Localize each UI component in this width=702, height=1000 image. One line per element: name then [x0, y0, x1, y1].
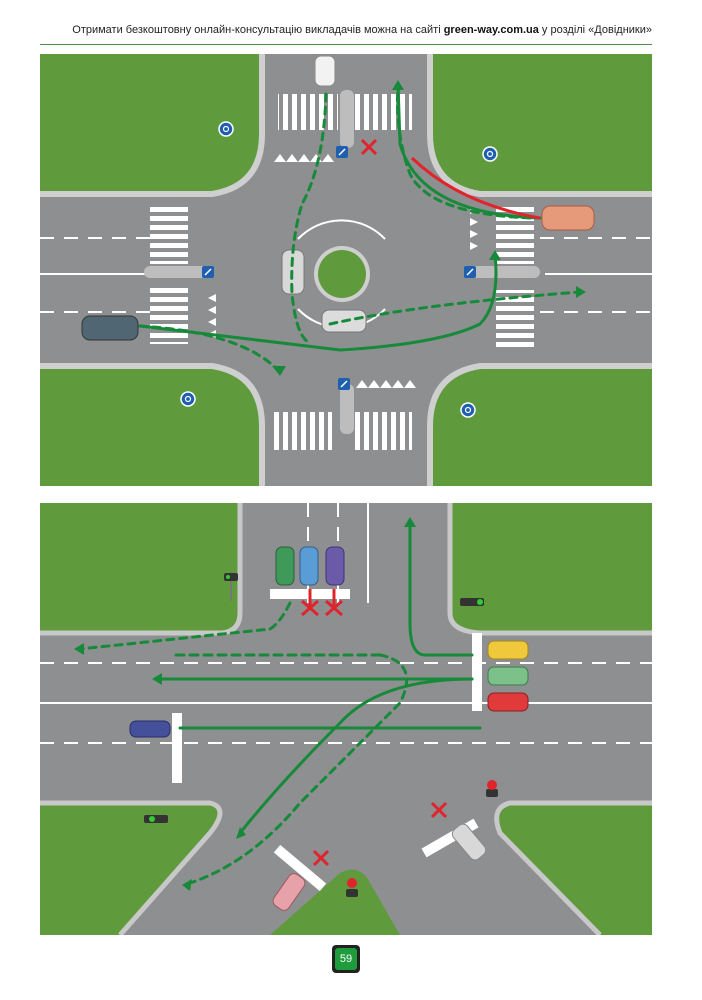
car-orange-right: [541, 205, 595, 231]
keep-right-sign-icon: [202, 266, 214, 278]
grass-bottom-right: [430, 366, 652, 486]
car-green-right: [487, 666, 529, 686]
green-path-right-turn: [408, 521, 474, 657]
red-forbidden-path: [410, 156, 541, 220]
roundabout-sign-icon: [460, 402, 476, 418]
keep-right-sign-icon: [336, 146, 348, 158]
green-path-solid: [138, 252, 498, 352]
stop-line-left: [172, 713, 182, 783]
forbidden-cross-icon: [360, 138, 378, 156]
grass-bottom-left: [40, 366, 262, 486]
car-blue-top: [299, 546, 319, 586]
green-path-left-turn: [238, 677, 474, 835]
page-header: Отримати безкоштовну онлайн-консультацію…: [40, 18, 652, 45]
traffic-light-icon: [144, 815, 168, 823]
roundabout-island: [318, 250, 366, 298]
traffic-light-icon: [460, 598, 484, 606]
grass-top-right: [450, 503, 652, 633]
traffic-light-icon: [346, 878, 358, 897]
green-path-dashed: [290, 92, 328, 344]
header-site-link[interactable]: green-way.com.ua: [443, 24, 539, 36]
grass-top-left: [40, 503, 240, 633]
header-text-start: Отримати безкоштовну онлайн-консультацію…: [72, 24, 444, 36]
grass-top-right: [430, 54, 652, 194]
grass-bottom-left: [40, 803, 220, 935]
traffic-light-icon: [224, 573, 238, 601]
stop-line-right: [472, 633, 482, 711]
green-path-straight: [328, 290, 582, 326]
header-text-end: у розділі «Довідники»: [538, 24, 652, 36]
green-path-turn-top: [396, 82, 532, 220]
keep-right-sign-icon: [464, 266, 476, 278]
car-dark-left: [81, 315, 139, 341]
car-purple-top: [325, 546, 345, 586]
car-pink-bottom: [272, 873, 306, 911]
car-white-top: [314, 55, 336, 87]
car-silver-bottom: [451, 823, 487, 861]
traffic-light-illustration: [40, 503, 652, 935]
forbidden-cross-icon: [301, 589, 448, 867]
page-number-badge: 59: [332, 945, 360, 973]
traffic-light-icon: [486, 780, 498, 797]
grass-top-left: [40, 54, 262, 194]
grass-bottom-middle: [270, 869, 400, 935]
roundabout-sign-icon: [218, 121, 234, 137]
header-text: Отримати безкоштовну онлайн-консультацію…: [72, 24, 652, 36]
car-green-top: [275, 546, 295, 586]
keep-right-sign-icon: [338, 378, 350, 390]
roundabout-sign-icon: [180, 391, 196, 407]
stop-line-bottom-left: [273, 844, 327, 892]
roundabout-sign-icon: [482, 146, 498, 162]
arrowheads: [272, 80, 586, 376]
car-red-right: [487, 692, 529, 712]
grass-bottom-right: [496, 803, 652, 935]
page-number: 59: [335, 948, 357, 970]
roundabout-illustration: [40, 54, 652, 486]
green-path-right-turn: [138, 324, 280, 372]
car-blue-left: [129, 720, 171, 738]
car-yellow-right: [487, 640, 529, 660]
